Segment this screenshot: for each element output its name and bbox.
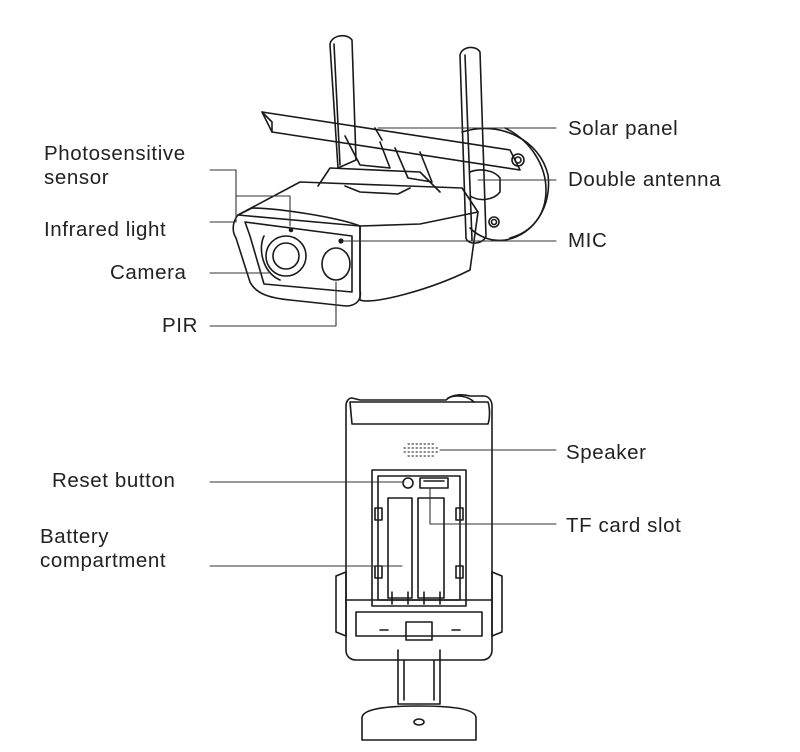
reset-button-drawing <box>402 477 414 489</box>
antenna-left <box>329 34 357 169</box>
label-photosensitive-sensor-line1: Photosensitive <box>44 142 186 165</box>
label-solar-panel: Solar panel <box>568 117 679 140</box>
mount-pole <box>397 649 441 705</box>
front-camera-drawing <box>232 34 550 307</box>
mount-base <box>361 705 477 741</box>
leader-photosensitive <box>235 195 291 227</box>
label-photosensitive-sensor: Photosensitive sensor <box>44 142 186 190</box>
battery-right <box>417 497 445 599</box>
label-reset-button: Reset button <box>52 469 176 492</box>
back-camera-drawing <box>335 394 503 741</box>
pir-sensor <box>321 247 351 281</box>
battery-compartment-frame <box>371 469 467 607</box>
label-infrared-light: Infrared light <box>44 218 167 241</box>
back-leader-lines <box>209 449 557 567</box>
label-speaker: Speaker <box>566 441 647 464</box>
camera-front-face <box>232 207 362 307</box>
label-battery-compartment-line2: compartment <box>40 549 167 572</box>
leader-tf-card-slot <box>429 487 557 525</box>
label-double-antenna: Double antenna <box>568 168 722 191</box>
leader-photosensitive-bracket <box>209 169 237 223</box>
camera-body-side <box>359 211 479 302</box>
antenna-right <box>459 46 487 244</box>
speaker-grille <box>403 443 441 457</box>
leader-pir <box>209 281 337 327</box>
back-mount-plate <box>345 599 493 661</box>
front-leader-lines <box>209 127 557 327</box>
label-photosensitive-sensor-line2: sensor <box>44 166 110 189</box>
tf-card-slot-drawing <box>419 477 449 489</box>
camera-body-top <box>237 181 479 227</box>
camera-lens <box>265 235 307 277</box>
label-pir: PIR <box>162 314 198 337</box>
label-tf-card-slot: TF card slot <box>566 514 682 537</box>
mount-neck <box>405 621 433 641</box>
label-battery-compartment-line1: Battery <box>40 525 110 548</box>
battery-left <box>387 497 413 599</box>
label-battery-compartment: Battery compartment <box>40 525 166 573</box>
solar-panel <box>261 111 521 171</box>
label-mic: MIC <box>568 229 608 252</box>
label-camera: Camera <box>110 261 187 284</box>
